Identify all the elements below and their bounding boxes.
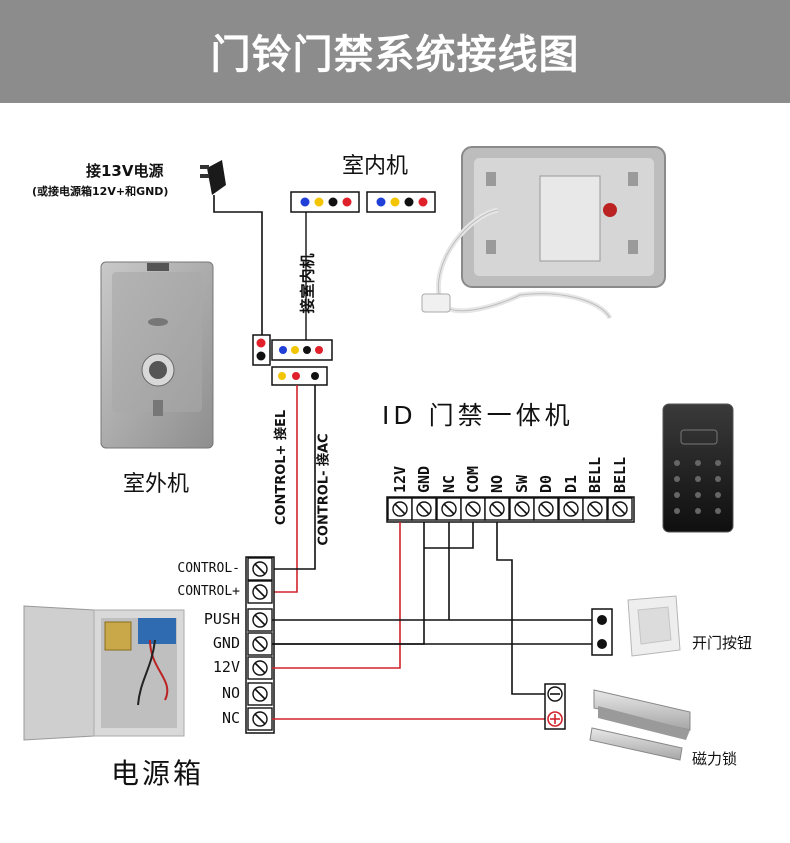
page-title: 门铃门禁系统接线图	[210, 32, 580, 78]
control-plus-label: CONTROL+ 接EL	[274, 409, 290, 526]
mag-lock-label: 磁力锁	[692, 750, 738, 768]
indoor-unit-label: 室内机	[342, 154, 409, 179]
connect-indoor-label: 接室内机	[298, 253, 317, 314]
control-minus-label: CONTROL- 接AC	[316, 433, 332, 546]
exit-button-label: 开门按钮	[692, 634, 753, 652]
id-terminal-label: SW	[513, 474, 531, 493]
exit-button-image	[627, 595, 681, 657]
id-terminal-label: NC	[440, 474, 458, 493]
outdoor-unit-image	[100, 261, 214, 449]
id-unit-terminal-block	[386, 496, 635, 523]
outdoor-unit-label: 室外机	[123, 472, 190, 497]
power-terminal-label: CONTROL+	[177, 584, 240, 599]
power-terminal-label: GND	[212, 634, 240, 652]
id-terminal-label: NO	[488, 474, 506, 493]
power-terminal-label: NO	[221, 684, 240, 702]
mag-lock-terminals	[544, 683, 566, 730]
id-terminal-label: 12V	[391, 465, 409, 493]
power-box-label: 电源箱	[111, 757, 205, 790]
mag-lock-image	[589, 689, 691, 761]
id-unit-label: ID 门禁一体机	[382, 401, 574, 430]
id-terminal-label: D1	[562, 474, 580, 493]
exit-button-connector	[591, 608, 613, 656]
id-terminal-label: COM	[464, 465, 482, 493]
id-keypad-image	[662, 403, 734, 533]
id-terminal-label: GND	[415, 465, 433, 493]
power-terminal-label: CONTROL-	[177, 561, 240, 576]
indoor-monitor-image	[421, 146, 666, 320]
id-terminal-label: BELL	[611, 456, 629, 493]
power-box-terminal-block	[245, 556, 275, 734]
outdoor-connectors	[252, 334, 333, 386]
power-terminal-label: NC	[221, 709, 240, 727]
main-wiring	[272, 522, 592, 720]
id-terminal-label: BELL	[586, 456, 604, 493]
power-box-image	[23, 605, 185, 741]
power-adapter-label: 接13V电源	[86, 162, 164, 180]
power-adapter	[200, 160, 263, 335]
indoor-connector-strips	[290, 191, 436, 340]
title-banner: 门铃门禁系统接线图	[0, 0, 790, 103]
power-adapter-sub-label: (或接电源箱12V+和GND)	[32, 185, 169, 198]
id-terminal-label: D0	[537, 474, 555, 493]
power-terminal-label: PUSH	[203, 610, 240, 628]
power-terminal-label: 12V	[212, 658, 240, 676]
